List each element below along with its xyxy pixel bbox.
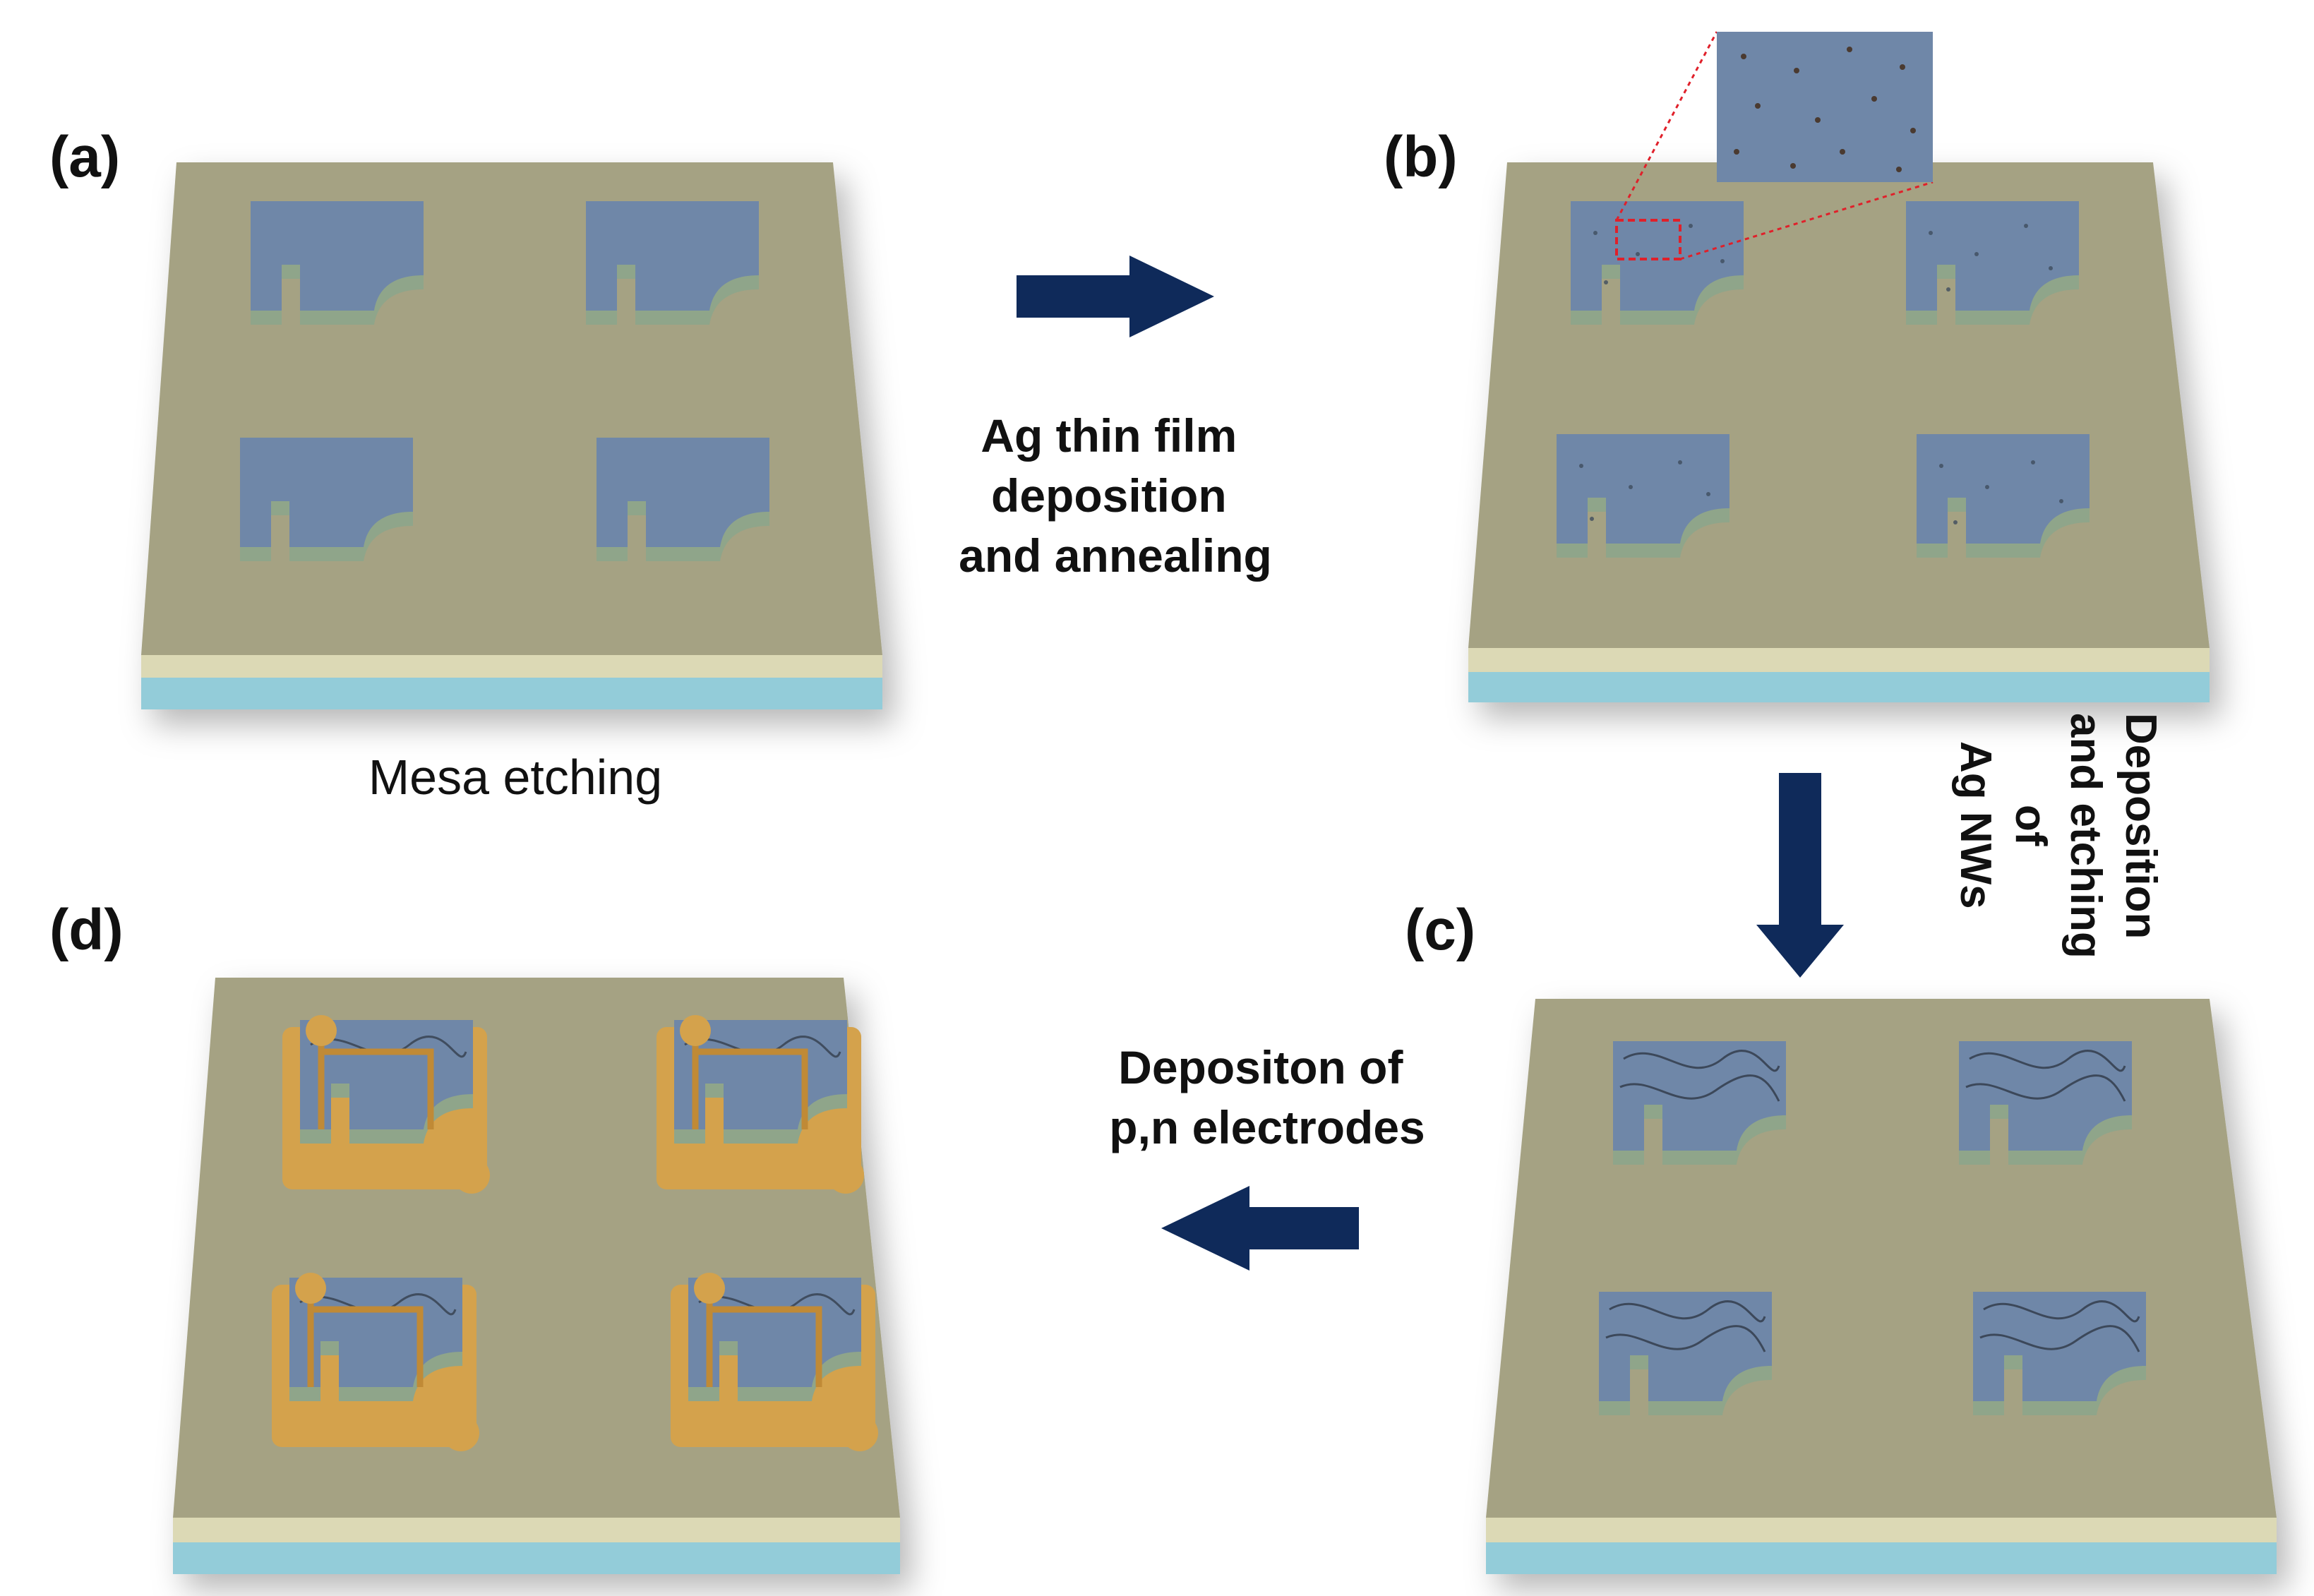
down-arrow-icon [1756,773,1844,978]
n-contact-pads [443,1157,878,1451]
substrate-front [1468,648,2210,672]
arrow-a-to-b [1017,256,1214,337]
step-label-bc: Deposition and etching of Ag NWs [1951,713,2165,971]
p-contact-pads [295,1015,725,1304]
zoom-inset-box [1717,32,1933,182]
panel-a: (a) Mesa etching [49,125,882,805]
panel-c: (c) [1405,898,2277,1574]
step-cd-line-2: p,n electrodes [1109,1101,1425,1153]
step-bc-line-4: Ag NWs [1951,741,2000,909]
step-label-cd: Depositon of p,n electrodes [1109,1041,1425,1153]
step-bc-line-2: and etching [2061,713,2110,959]
substrate-bottom [1468,672,2210,702]
arrow-b-to-c [1756,773,1844,978]
step-ab-line-3: and annealing [959,529,1272,582]
panel-caption-a: Mesa etching [368,750,662,805]
zoom-inset [1615,31,1934,260]
substrate-front [173,1518,900,1542]
substrate-front [1486,1518,2277,1542]
p-electrode-fingers [307,1031,822,1387]
panel-label-d: (d) [49,898,124,962]
substrate-bottom [173,1542,900,1574]
substrate-top [1486,999,2277,1518]
zoom-leader-right [1679,181,1934,260]
wafer-c [1486,999,2277,1574]
panel-d: (d) [49,898,900,1574]
zoom-leader-left [1615,31,1718,221]
step-bc-line-3: of [2006,805,2055,846]
ag-nanowires-c [1605,1050,2140,1352]
ag-nanowires-d [299,1036,856,1316]
step-label-ab: Ag thin film deposition and annealing [959,409,1272,582]
right-arrow-icon [1017,256,1214,337]
ag-particles-b [1579,224,2063,524]
panel-label-a: (a) [49,125,120,189]
step-cd-line-1: Depositon of [1118,1041,1403,1093]
step-bc-line-1: Deposition [2116,713,2165,939]
substrate-front [141,655,882,678]
step-ab-line-2: deposition [991,469,1227,522]
left-arrow-icon [1161,1186,1359,1271]
panel-label-b: (b) [1384,125,1458,189]
substrate-bottom [1486,1542,2277,1574]
panel-b: (b) [1384,31,2210,702]
zoom-region-marker [1615,219,1681,260]
substrate-bottom [141,678,882,709]
zoom-particles [1734,47,1916,172]
arrow-c-to-d [1161,1186,1359,1271]
step-ab-line-1: Ag thin film [981,409,1237,462]
panel-label-c: (c) [1405,898,1475,962]
